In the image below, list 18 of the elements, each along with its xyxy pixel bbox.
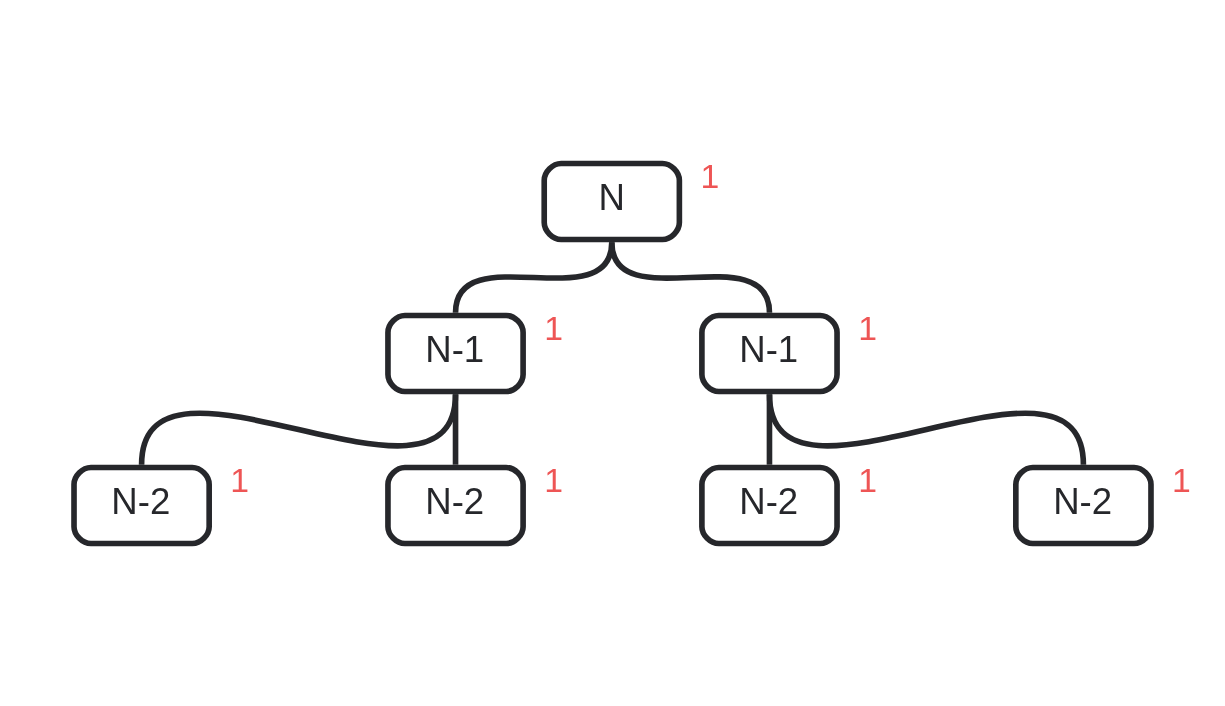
- node-box: N-2: [385, 464, 526, 546]
- node-box: N-2: [1013, 464, 1154, 546]
- node-label: 1: [544, 460, 563, 499]
- connector: [766, 393, 1087, 465]
- connector: [609, 241, 773, 313]
- node-box: N-1: [699, 312, 840, 394]
- connector: [138, 393, 459, 465]
- node-box: N-1: [385, 312, 526, 394]
- node-label: 1: [858, 308, 877, 347]
- node-label: 1: [544, 308, 563, 347]
- node-box: N-2: [699, 464, 840, 546]
- node-box: N: [541, 160, 683, 242]
- node-label: 1: [1172, 460, 1191, 499]
- node-box: N-2: [71, 464, 212, 546]
- node-label: 1: [858, 460, 877, 499]
- connector: [452, 393, 459, 465]
- node-label: 1: [700, 156, 720, 195]
- node-label: 1: [230, 460, 250, 499]
